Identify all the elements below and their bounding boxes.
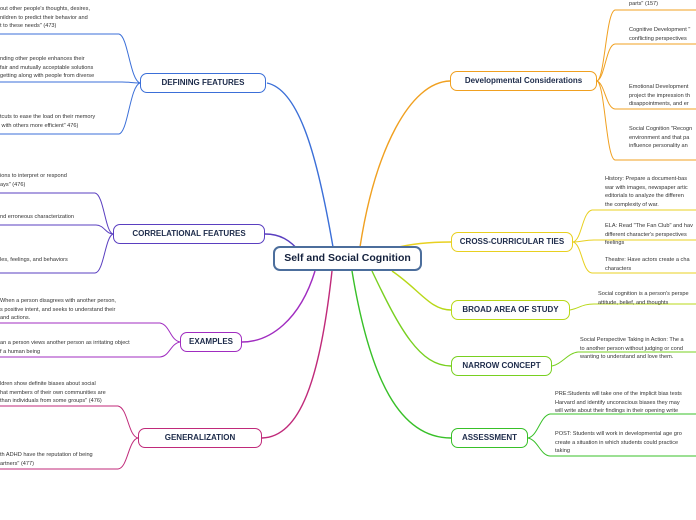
note-correlational-1: ions to interpret or respond ays" (476) <box>0 173 67 188</box>
link-generalization <box>261 270 333 439</box>
link-cf-note2 <box>0 224 114 235</box>
link-broad-note <box>569 303 696 311</box>
link-gen-note2 <box>0 437 139 470</box>
topic-developmental-considerations[interactable]: Developmental Considerations <box>450 71 597 91</box>
link-cc-note1 <box>572 209 696 243</box>
note-generalization-1: ldren show definite biases about social … <box>0 381 106 405</box>
link-ex-note1 <box>0 322 181 343</box>
topic-cross-curricular-ties[interactable]: CROSS-CURRICULAR TIES <box>451 232 573 252</box>
link-as-note1 <box>527 413 696 439</box>
note-correlational-2: nd erroneous characterization <box>0 214 75 220</box>
topic-assessment[interactable]: ASSESSMENT <box>451 428 528 448</box>
link-df-note1 <box>0 33 141 84</box>
note-defining-3: tcuts to ease the load on their memory w… <box>0 114 96 129</box>
note-examples-2: an a person views another person as irri… <box>0 340 130 355</box>
note-defining-2: nding other people enhances their fair a… <box>0 56 95 80</box>
topic-broad-area-of-study[interactable]: BROAD AREA OF STUDY <box>451 300 570 320</box>
link-gen-note1 <box>0 405 139 439</box>
note-generalization-2: th ADHD have the reputation of being art… <box>0 452 93 467</box>
topic-narrow-concept[interactable]: NARROW CONCEPT <box>451 356 552 376</box>
link-cf-note3 <box>0 233 114 274</box>
note-developmental-4: Social Cognition "Recogn environment and… <box>629 126 693 150</box>
link-dev-note2 <box>596 43 696 82</box>
note-assessment-post: POST: Students will work in developmenta… <box>555 431 682 455</box>
link-cc-note2 <box>572 239 696 243</box>
note-assessment-pre: PRE:Students will take one of the implic… <box>555 391 682 415</box>
note-cross-curricular-3: Theatre: Have actors create a cha charac… <box>605 257 690 272</box>
topic-correlational-features[interactable]: CORRELATIONAL FEATURES <box>113 224 265 244</box>
link-dev-note4 <box>596 80 696 161</box>
note-correlational-3: les, feelings, and behaviors <box>0 257 68 263</box>
note-broad-area: Social cognition is a person's perspe at… <box>598 291 689 306</box>
link-cc-note3 <box>572 241 696 274</box>
link-dev-note1 <box>596 9 696 82</box>
note-developmental-3: Emotional Development project the impres… <box>629 84 690 108</box>
topic-defining-features[interactable]: DEFINING FEATURES <box>140 73 266 93</box>
link-ex-note2 <box>0 341 181 358</box>
link-cf-note1 <box>0 192 114 235</box>
note-cross-curricular-2: ELA: Read "The Fan Club" and hav differe… <box>605 223 693 247</box>
note-examples-1: When a person disagrees with another per… <box>0 298 116 322</box>
link-assessment <box>351 270 452 439</box>
topic-examples[interactable]: EXAMPLES <box>180 332 242 352</box>
link-as-note2 <box>527 437 696 457</box>
note-defining-1: out other people's thoughts, desires, ni… <box>0 6 91 30</box>
note-narrow-concept: Social Perspective Taking in Action: The… <box>580 337 684 361</box>
link-df-note3 <box>0 82 141 135</box>
link-defining-features <box>266 82 334 248</box>
link-narrow-note <box>551 351 696 367</box>
note-developmental-1: parts" (157) <box>629 1 659 7</box>
link-df-note2 <box>0 81 141 84</box>
link-dev-note3 <box>596 80 696 110</box>
topic-generalization[interactable]: GENERALIZATION <box>138 428 262 448</box>
link-examples <box>241 270 316 343</box>
link-developmental <box>359 80 451 248</box>
link-broad-area <box>391 270 452 311</box>
central-topic[interactable]: Self and Social Cognition <box>273 246 422 271</box>
note-cross-curricular-1: History: Prepare a document-bas war with… <box>605 176 688 208</box>
link-narrow-concept <box>371 270 452 367</box>
note-developmental-2: Cognitive Development " conflicting pers… <box>629 27 691 42</box>
